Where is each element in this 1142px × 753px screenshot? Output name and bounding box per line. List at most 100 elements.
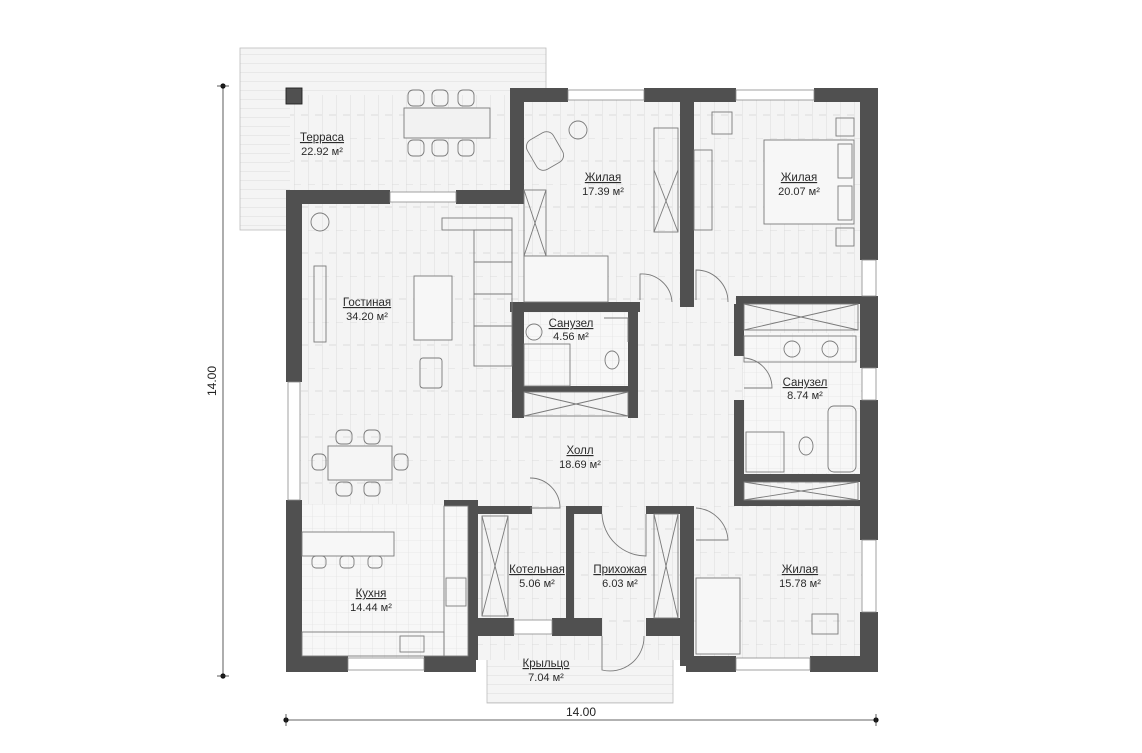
boiler-area: 5.06 м²	[519, 578, 555, 590]
wall-left	[286, 190, 302, 382]
coffee-table	[413, 275, 453, 341]
bath2-area: 8.74 м²	[787, 390, 823, 402]
wall-bottom-entry	[476, 618, 514, 636]
door-b1	[639, 273, 673, 303]
window-boiler-bot	[513, 619, 553, 635]
door-b3	[695, 507, 729, 541]
bath2-cabinet-bot	[743, 481, 859, 501]
kitchen-counter-bottom	[301, 631, 445, 657]
door-entry-main	[601, 635, 645, 672]
b2-bed	[763, 139, 855, 225]
tv-unit	[313, 265, 327, 343]
windows	[287, 89, 877, 671]
bedroom1-area: 17.39 м²	[582, 186, 624, 198]
wall-kitchen-top	[444, 500, 474, 506]
walls	[286, 88, 878, 672]
bath2-bathtub	[827, 405, 857, 473]
kitchen-sink-icon	[399, 635, 425, 653]
living-name: Гостиная	[343, 297, 391, 309]
window-left	[287, 381, 301, 501]
bedroom2-area: 20.07 м²	[778, 186, 820, 198]
terrace-name: Терраса	[300, 132, 345, 144]
wall-kitchen-right	[468, 500, 478, 660]
kitchen-name: Кухня	[356, 588, 387, 600]
hall-area: 18.69 м²	[559, 459, 601, 471]
wall-top-living2	[456, 190, 524, 204]
entry-wardrobe	[653, 513, 679, 619]
b2-nightstand-2	[835, 227, 855, 247]
door-bath1	[604, 317, 629, 342]
terrace-grill-icon	[285, 87, 303, 105]
window-b1-top	[567, 89, 645, 101]
window-b2-top	[735, 89, 815, 101]
bath1-shower	[523, 343, 571, 387]
bath1-floor	[523, 312, 633, 390]
wall-entry-top2	[646, 506, 694, 514]
bath2-vanity	[743, 335, 857, 363]
kitchen-hob-icon	[445, 577, 467, 607]
door-hall-entry	[601, 513, 647, 557]
terrace-area: 22.92 м²	[301, 146, 343, 158]
terrace-chairs	[407, 89, 475, 157]
bath2-cabinet-top	[743, 303, 859, 331]
dining-table	[327, 445, 393, 481]
b1-armchair	[525, 131, 565, 171]
terrace-table	[403, 107, 491, 139]
dimension-horizontal-label: 14.00	[566, 705, 596, 719]
wall-bottom-left2	[424, 656, 476, 672]
wall-bath1-right	[628, 302, 638, 418]
bath1-sink-icon	[525, 323, 543, 341]
kitchen-stools	[311, 555, 383, 569]
wall-bath2-bottom	[734, 474, 876, 482]
window-right-2	[861, 367, 877, 401]
bedroom1-name: Жилая	[585, 172, 621, 184]
door-b2	[695, 269, 729, 303]
bedroom3-name: Жилая	[782, 564, 818, 576]
wall-b2-bottom	[736, 296, 876, 304]
bath2-name: Санузел	[783, 377, 828, 389]
b1-desk	[653, 127, 679, 233]
bath1-toilet-icon	[604, 350, 620, 370]
wall-top-living	[286, 190, 390, 204]
window-right-1	[861, 259, 877, 297]
bath1-area: 4.56 м²	[553, 331, 589, 343]
kitchen-area: 14.44 м²	[350, 602, 392, 614]
bath1-name: Санузел	[549, 318, 594, 330]
wall-top-b1	[510, 88, 568, 102]
room-labels: Терраса 22.92 м² Гостиная 34.20 м² Жилая…	[300, 132, 827, 684]
kitchen-floor	[302, 504, 470, 660]
floors	[239, 47, 876, 704]
wall-entry-top	[566, 506, 602, 514]
door-bath2	[743, 357, 773, 389]
dimension-vertical-label: 14.00	[205, 366, 219, 396]
entry-name: Прихожая	[593, 564, 646, 576]
kitchen-counter-right	[443, 505, 469, 657]
b3-desk	[811, 613, 839, 635]
wall-right-top	[860, 88, 878, 260]
wall-bedroom-left	[510, 88, 524, 204]
window-kitchen-bot	[347, 657, 425, 671]
dimension-horizontal: 14.00	[283, 705, 879, 726]
b1-side-table	[568, 120, 588, 140]
porch-name: Крыльцо	[523, 658, 570, 670]
wall-bottom-right	[810, 656, 878, 672]
dimension-vertical: 14.00	[205, 83, 229, 679]
window-living-top	[389, 191, 457, 203]
hall-name: Холл	[566, 445, 593, 457]
bedroom3-area: 15.78 м²	[779, 578, 821, 590]
boiler-name: Котельная	[509, 564, 565, 576]
living-area: 34.20 м²	[346, 311, 388, 323]
entry-area: 6.03 м²	[602, 578, 638, 590]
wall-bath1-bottom	[512, 386, 638, 392]
wall-bottom-left	[286, 656, 348, 672]
kitchen-island	[301, 531, 395, 557]
wall-bottom-entry2	[552, 618, 602, 636]
bath2-toilet-icon	[798, 436, 814, 456]
bedroom2-name: Жилая	[781, 172, 817, 184]
door-boiler	[529, 477, 561, 509]
bath2-shower	[745, 431, 785, 473]
b3-bed	[695, 577, 741, 655]
wall-boiler-right	[566, 506, 574, 618]
bath2-sink-1-icon	[783, 340, 801, 358]
